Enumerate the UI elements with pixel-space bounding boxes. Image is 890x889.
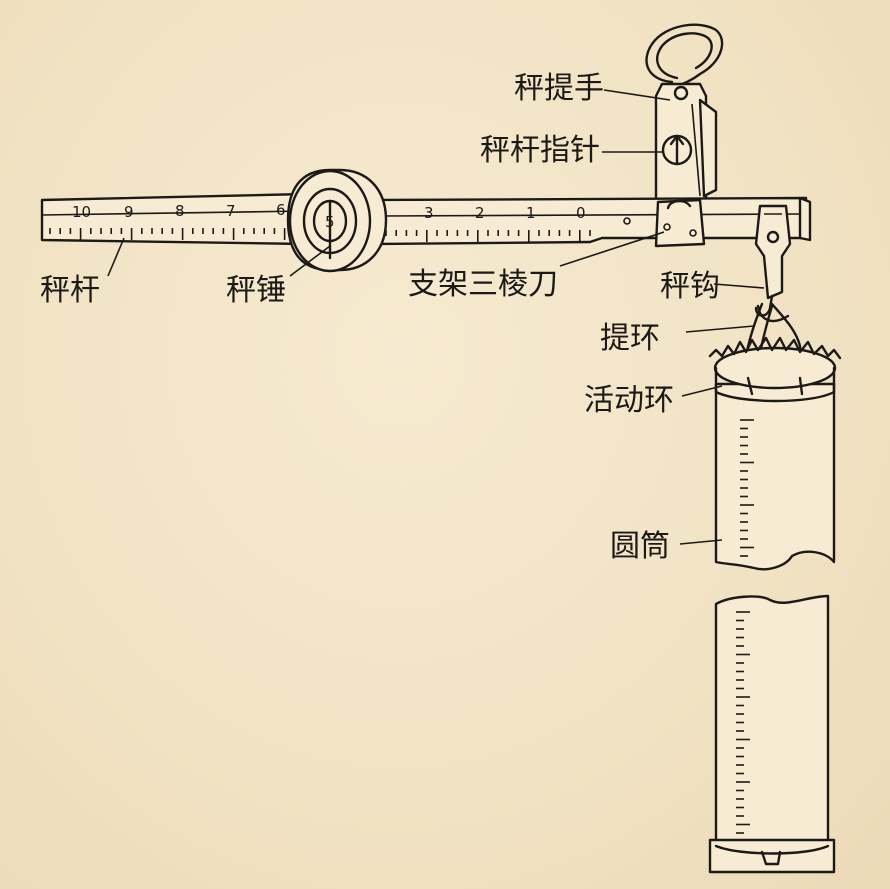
- leader-beam: [107, 237, 125, 277]
- weight-mark: 5: [325, 213, 335, 231]
- leader-movable-ring: [681, 385, 723, 397]
- beam-tick-marks: [49, 228, 591, 242]
- label-cylinder: 圆筒: [610, 529, 670, 564]
- leader-knife-edge: [559, 231, 665, 267]
- cylinder-upper-scale: [740, 419, 754, 557]
- label-hook: 秤钩: [660, 269, 720, 304]
- label-knife-edge: 支架三棱刀: [408, 267, 558, 302]
- beam-number-6: 6: [276, 201, 286, 219]
- leader-handle: [603, 89, 671, 101]
- label-pointer: 秤杆指针: [480, 133, 600, 168]
- pointer-gauge: [661, 134, 693, 166]
- beam-number-0: 0: [576, 204, 586, 222]
- beam-number-7: 7: [226, 202, 236, 220]
- beam-number-9: 9: [124, 203, 134, 221]
- cylinder-lower: [708, 594, 836, 874]
- leader-hook: [713, 283, 765, 289]
- beam-number-2: 2: [475, 204, 485, 222]
- beam-right-section: [376, 196, 812, 246]
- hook-assembly: [754, 204, 792, 317]
- leader-lift-ring: [685, 325, 755, 333]
- label-beam: 秤杆: [40, 273, 100, 308]
- beam-number-1: 1: [526, 204, 536, 222]
- label-weight: 秤锤: [226, 273, 286, 308]
- leader-cylinder: [679, 539, 723, 545]
- label-movable-ring: 活动环: [584, 383, 674, 418]
- knife-edge-bracket: [654, 198, 706, 248]
- beam-number-8: 8: [175, 202, 185, 220]
- label-handle: 秤提手: [514, 71, 604, 106]
- cylinder-upper: [708, 336, 842, 571]
- leader-lines: [107, 89, 765, 545]
- beam-number-3: 3: [424, 204, 434, 222]
- beam-pivot-hole: [623, 217, 631, 225]
- cylinder-lower-scale: [736, 611, 750, 834]
- beam-number-10: 10: [72, 203, 91, 221]
- label-lift-ring: 提环: [600, 321, 660, 356]
- leader-weight: [289, 245, 331, 277]
- sliding-weight: [286, 168, 388, 273]
- handle-loop: [645, 23, 724, 88]
